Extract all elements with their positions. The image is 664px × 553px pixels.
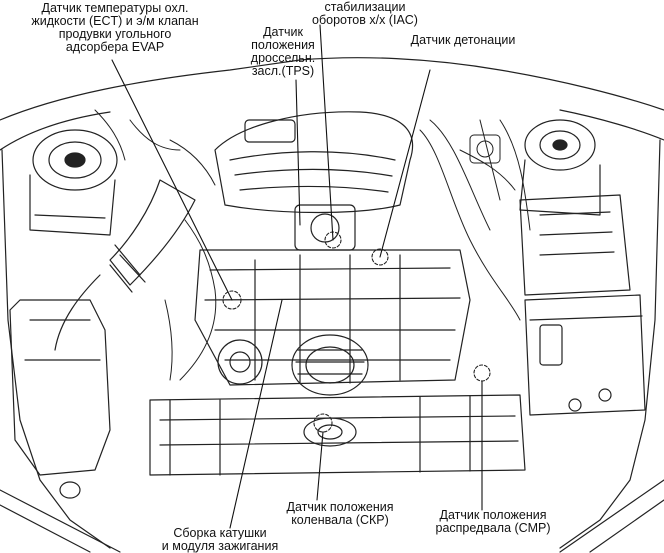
radiator <box>149 394 526 476</box>
label-ect-evap: Датчик температуры охл. жидкости (ECT) и… <box>31 1 199 54</box>
intake-plenum <box>214 111 414 214</box>
leader-knock <box>379 69 431 258</box>
sensor-markers <box>222 231 491 433</box>
left-strut-tower <box>29 129 118 236</box>
pulley-left <box>217 339 263 385</box>
marker-ckp <box>313 413 333 433</box>
leader-ect <box>111 59 233 301</box>
alternator <box>291 334 369 396</box>
label-coil: Сборка катушки и модуля зажигания <box>161 526 279 553</box>
hoses-wiring <box>94 109 531 381</box>
marker-cmp <box>473 364 491 382</box>
leader-tps <box>295 79 301 226</box>
body-outline <box>0 57 664 553</box>
leader-coil <box>229 299 283 529</box>
label-cmp: Датчик положения распредвала (СМР) <box>435 508 551 535</box>
crank-pulley <box>303 417 357 447</box>
label-tps: Датчик положения дроссельн. засл.(TPS) <box>250 25 316 78</box>
fuse-box <box>519 194 631 296</box>
leader-lines <box>111 24 483 529</box>
right-strut-tower <box>519 119 601 216</box>
marker-knock <box>371 248 389 266</box>
leader-iac <box>319 24 334 241</box>
battery <box>524 294 646 416</box>
marker-ect <box>222 290 242 310</box>
left-reservoir <box>9 299 111 499</box>
leader-ckp <box>316 431 324 501</box>
label-iac: Э/м клапан стабилизации оборотов х/х (IA… <box>312 0 418 27</box>
label-knock: Датчик детонации <box>410 33 516 47</box>
intake-hose <box>54 179 196 351</box>
label-ckp: Датчик положения коленвала (СКР) <box>286 500 394 527</box>
